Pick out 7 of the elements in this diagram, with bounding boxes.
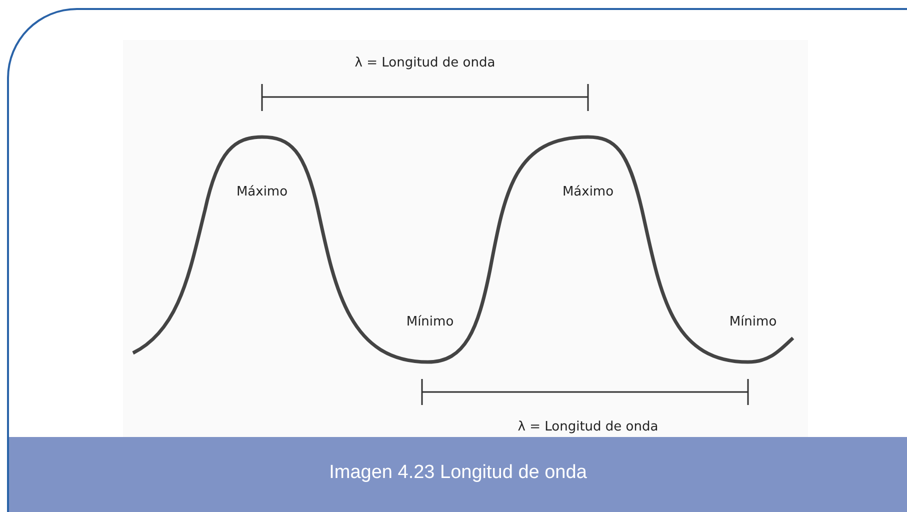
figure-caption: Imagen 4.23 Longitud de onda [329,462,587,484]
trough-label: Mínimo [406,314,454,330]
trough-label: Mínimo [729,314,777,330]
dimension-label: λ = Longitud de onda [354,56,496,70]
crest-label: Máximo [236,184,288,200]
dimension-label: λ = Longitud de onda [518,420,658,434]
crest-label: Máximo [562,184,614,200]
